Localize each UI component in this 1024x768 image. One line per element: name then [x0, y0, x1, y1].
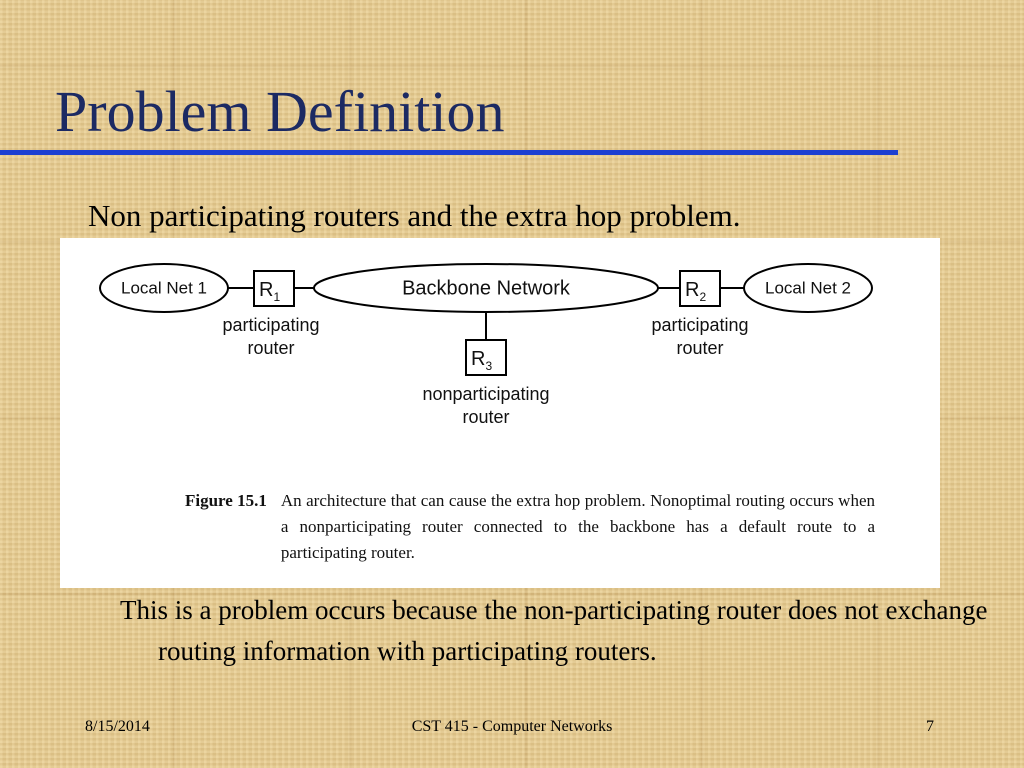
r3-description-line1: nonparticipating: [422, 384, 549, 404]
slide-subheading: Non participating routers and the extra …: [88, 198, 741, 233]
local-net-2-label: Local Net 2: [765, 278, 851, 297]
footer-date: 8/15/2014: [85, 718, 150, 735]
figure-panel: Local Net 1 R1 Backbone Network R2 Local…: [60, 238, 940, 588]
slide-title: Problem Definition: [55, 79, 505, 144]
router-r3-box: [465, 339, 507, 376]
r2-description-line1: participating: [651, 315, 748, 335]
caption-label: Figure 15.1: [185, 491, 267, 510]
router-r1-label: R1: [259, 279, 280, 304]
backbone-network-ellipse: [313, 263, 659, 313]
r1-description-line1: participating: [222, 315, 319, 335]
local-net-2-ellipse: [743, 263, 873, 313]
network-diagram: Local Net 1 R1 Backbone Network R2 Local…: [99, 263, 873, 427]
router-r2-box: [679, 270, 721, 307]
router-r3-label: R3: [471, 348, 492, 373]
router-r1-box: [253, 270, 295, 307]
local-net-1-ellipse: [99, 263, 229, 313]
body-paragraph: This is a problem occurs because the non…: [120, 595, 988, 666]
footer-course: CST 415 - Computer Networks: [411, 718, 613, 735]
r1-description-line2: router: [247, 338, 294, 358]
backbone-network-label: Backbone Network: [402, 277, 571, 299]
r3-description-line2: router: [462, 407, 509, 427]
local-net-1-label: Local Net 1: [121, 278, 207, 297]
footer-page-number: 7: [926, 718, 934, 735]
title-underline: [0, 150, 898, 155]
caption-text: An architecture that can cause the extra…: [280, 491, 875, 562]
router-r2-label: R2: [685, 279, 706, 304]
figure-caption: Figure 15.1 An architecture that can cau…: [185, 488, 875, 566]
r2-description-line2: router: [676, 338, 723, 358]
